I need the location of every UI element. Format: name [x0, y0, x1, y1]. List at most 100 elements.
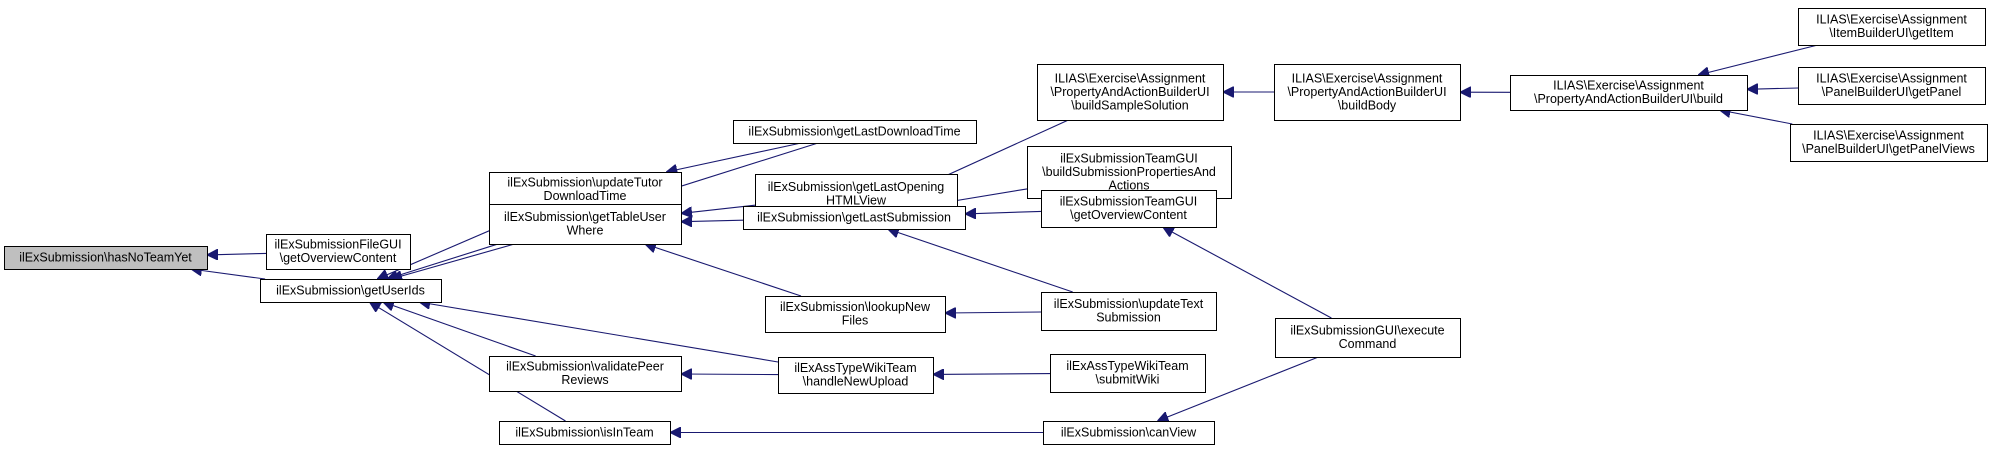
node-box-buildsample [1037, 64, 1224, 121]
edge-teamgui_overview-to-getlastsubmission [965, 211, 1042, 214]
edge-getlastopening-to-gettableuser [681, 204, 756, 213]
node-box-canview [1043, 421, 1215, 445]
edge-getpanel-to-build [1747, 88, 1799, 89]
node-label-teamgui_build-line-2: Actions [1109, 178, 1150, 192]
node-label-buildbody-line-2: \buildBody [1338, 98, 1397, 112]
node-label-buildsample-line-2: \buildSampleSolution [1071, 98, 1188, 112]
node-label-getpanelviews-line-1: \PanelBuilderUI\getPanelViews [1802, 142, 1975, 156]
node-teamgui_overview[interactable]: ilExSubmissionTeamGUI\getOverviewContent [1041, 190, 1217, 228]
node-box-getuserids [260, 279, 442, 303]
node-getpanelviews[interactable]: ILIAS\Exercise\Assignment\PanelBuilderUI… [1790, 124, 1988, 162]
node-box-lookupnew [765, 296, 946, 333]
edge-updatetext-to-lookupnew [945, 312, 1042, 313]
edge-handlenewupload-to-getuserids [419, 302, 779, 363]
node-label-getpanelviews-line-0: ILIAS\Exercise\Assignment [1813, 129, 1964, 143]
node-box-gettableuser [489, 204, 682, 245]
node-label-validatepeer-line-1: Reviews [561, 373, 608, 387]
node-label-build-line-0: ILIAS\Exercise\Assignment [1553, 79, 1704, 93]
node-label-getlastdownload-line-0: ilExSubmission\getLastDownloadTime [748, 124, 960, 138]
node-label-teamgui_overview-line-1: \getOverviewContent [1070, 208, 1187, 222]
node-label-lookupnew-line-1: Files [842, 314, 868, 328]
edge-executecommand-to-canview [1157, 356, 1319, 421]
node-box-getitem [1798, 8, 1986, 46]
node-box-updatetext [1041, 292, 1217, 331]
node-getlastsubmission[interactable]: ilExSubmission\getLastSubmission [743, 206, 966, 230]
node-label-lookupnew-line-0: ilExSubmission\lookupNew [780, 300, 931, 314]
nodes-layer: ilExSubmission\hasNoTeamYet ilExSubmissio… [4, 8, 1988, 445]
node-label-teamgui_overview-line-0: ilExSubmissionTeamGUI [1060, 195, 1198, 209]
node-handlenewupload[interactable]: ilExAssTypeWikiTeam\handleNewUpload [778, 357, 934, 394]
edge-getlastsubmission-to-gettableuser [681, 220, 744, 222]
node-getlastdownload[interactable]: ilExSubmission\getLastDownloadTime [733, 120, 977, 144]
node-label-handlenewupload-line-1: \handleNewUpload [803, 375, 909, 389]
node-isinteam[interactable]: ilExSubmission\isInTeam [499, 421, 671, 445]
edge-getuserids-to-root [191, 269, 266, 280]
node-filegui[interactable]: ilExSubmissionFileGUI\getOverviewContent [266, 234, 411, 270]
node-canview[interactable]: ilExSubmission\canView [1043, 421, 1215, 445]
edge-getitem-to-build [1698, 44, 1818, 75]
edge-validatepeer-to-getuserids [383, 302, 536, 357]
node-box-submitwiki [1050, 354, 1206, 393]
node-root[interactable]: ilExSubmission\hasNoTeamYet [4, 246, 208, 270]
node-getpanel[interactable]: ILIAS\Exercise\Assignment\PanelBuilderUI… [1798, 67, 1986, 105]
node-label-submitwiki-line-1: \submitWiki [1096, 373, 1160, 387]
node-label-buildbody-line-0: ILIAS\Exercise\Assignment [1292, 71, 1443, 85]
node-label-teamgui_build-line-0: ilExSubmissionTeamGUI [1060, 151, 1198, 165]
node-label-root-line-0: ilExSubmission\hasNoTeamYet [19, 250, 192, 264]
node-label-build-line-1: \PropertyAndActionBuilderUI\build [1534, 92, 1723, 106]
node-label-updatetext-line-0: ilExSubmission\updateText [1054, 297, 1204, 311]
node-label-filegui-line-1: \getOverviewContent [280, 251, 397, 265]
edge-getpanelviews-to-build [1720, 110, 1793, 125]
node-label-getlastopening-line-0: ilExSubmission\getLastOpening [768, 180, 945, 194]
node-box-teamgui_build [1027, 146, 1232, 199]
node-box-root [4, 246, 208, 270]
node-teamgui_build[interactable]: ilExSubmissionTeamGUI\buildSubmissionPro… [1027, 146, 1232, 199]
node-label-teamgui_build-line-1: \buildSubmissionPropertiesAnd [1042, 165, 1216, 179]
node-label-gettableuser-line-0: ilExSubmission\getTableUser [504, 210, 666, 224]
node-box-getpanelviews [1790, 124, 1988, 162]
node-label-updatetutor-line-1: DownloadTime [544, 189, 627, 203]
edge-updatetext-to-getlastsubmission [888, 229, 1073, 293]
node-box-buildbody [1274, 64, 1461, 121]
node-label-buildsample-line-1: \PropertyAndActionBuilderUI [1050, 85, 1209, 99]
node-label-updatetutor-line-0: ilExSubmission\updateTutor [507, 176, 662, 190]
node-box-handlenewupload [778, 357, 934, 394]
edge-handlenewupload-to-validatepeer [681, 374, 779, 375]
node-label-gettableuser-line-1: Where [567, 224, 604, 238]
node-label-handlenewupload-line-0: ilExAssTypeWikiTeam [794, 361, 916, 375]
node-buildbody[interactable]: ILIAS\Exercise\Assignment\PropertyAndAct… [1274, 64, 1461, 121]
edge-gettableuser-to-getuserids [391, 243, 515, 279]
node-label-executecommand-line-0: ilExSubmissionGUI\execute [1290, 324, 1444, 338]
node-build[interactable]: ILIAS\Exercise\Assignment\PropertyAndAct… [1510, 75, 1748, 111]
node-label-getuserids-line-0: ilExSubmission\getUserIds [276, 283, 425, 297]
edge-getlastdownload-to-updatetutor [666, 142, 802, 172]
node-submitwiki[interactable]: ilExAssTypeWikiTeam\submitWiki [1050, 354, 1206, 393]
node-box-getlastdownload [733, 120, 977, 144]
node-box-executecommand [1275, 318, 1461, 358]
node-label-getlastopening-line-1: HTMLView [826, 194, 887, 208]
node-box-build [1510, 75, 1748, 111]
node-getitem[interactable]: ILIAS\Exercise\Assignment\ItemBuilderUI\… [1798, 8, 1986, 46]
node-buildsample[interactable]: ILIAS\Exercise\Assignment\PropertyAndAct… [1037, 64, 1224, 121]
node-label-buildsample-line-0: ILIAS\Exercise\Assignment [1055, 71, 1206, 85]
node-label-isinteam-line-0: ilExSubmission\isInTeam [515, 425, 653, 439]
edge-lookupnew-to-gettableuser [645, 244, 802, 297]
node-label-filegui-line-0: ilExSubmissionFileGUI [274, 238, 401, 252]
node-label-validatepeer-line-0: ilExSubmission\validatePeer [506, 360, 664, 374]
node-label-getlastsubmission-line-0: ilExSubmission\getLastSubmission [757, 210, 951, 224]
edge-filegui-to-root [207, 253, 267, 255]
edge-submitwiki-to-handlenewupload [933, 374, 1051, 375]
node-label-executecommand-line-1: Command [1339, 337, 1397, 351]
node-box-isinteam [499, 421, 671, 445]
node-label-getpanel-line-0: ILIAS\Exercise\Assignment [1816, 72, 1967, 86]
node-getuserids[interactable]: ilExSubmission\getUserIds [260, 279, 442, 303]
node-label-submitwiki-line-0: ilExAssTypeWikiTeam [1066, 359, 1188, 373]
node-label-getpanel-line-1: \PanelBuilderUI\getPanel [1822, 85, 1962, 99]
